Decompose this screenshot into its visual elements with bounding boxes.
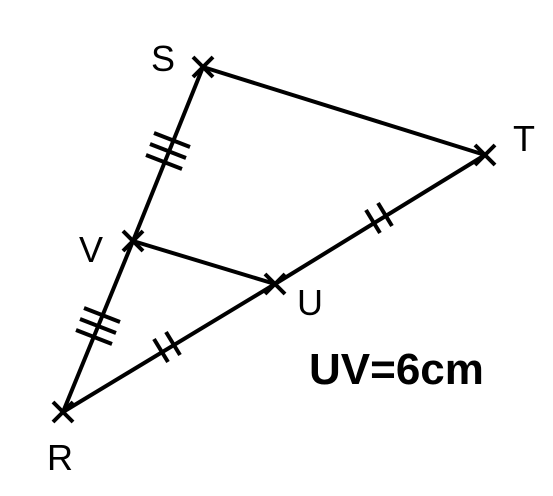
label-s: S: [151, 38, 175, 79]
tick-marks-vr: [75, 306, 121, 346]
point-mark-t: [473, 143, 497, 167]
tick-marks-ru: [152, 330, 182, 364]
label-u: U: [297, 282, 323, 323]
segment-sv: [131, 66, 205, 242]
point-mark-r: [51, 400, 75, 424]
tick-marks-ut: [364, 201, 394, 235]
label-t: T: [513, 118, 535, 159]
given-measurement: UV=6cm: [309, 345, 484, 394]
tick-marks-sv: [145, 131, 191, 171]
segment-ut: [273, 153, 487, 286]
label-v: V: [79, 229, 103, 270]
label-r: R: [47, 437, 73, 478]
segment-ru: [61, 282, 277, 414]
point-mark-s: [191, 55, 215, 79]
point-mark-u: [263, 272, 287, 296]
segment-vu: [132, 239, 276, 286]
point-mark-v: [121, 229, 145, 253]
segment-st: [202, 65, 486, 157]
